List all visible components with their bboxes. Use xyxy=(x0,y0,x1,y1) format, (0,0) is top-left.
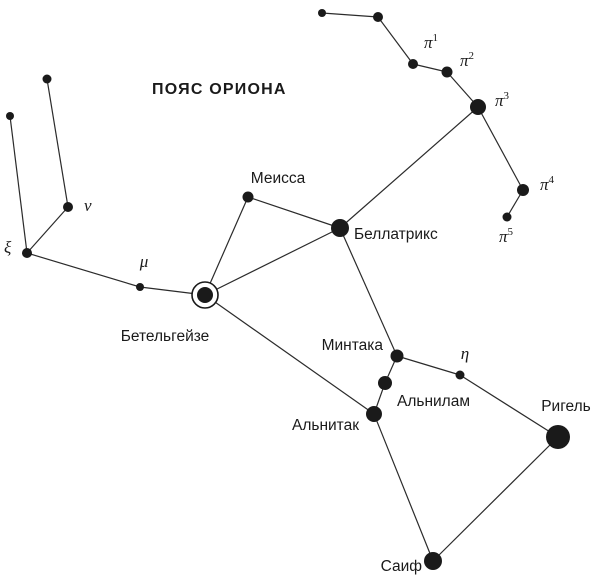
star-label-eta: η xyxy=(461,344,469,363)
star-top2 xyxy=(373,12,383,22)
star-label-pi5: π5 xyxy=(499,226,514,246)
map-title: ПОЯС ОРИОНА xyxy=(152,81,287,98)
star-mu xyxy=(136,283,144,291)
star-chi1 xyxy=(42,74,52,84)
star-label-pi2: π2 xyxy=(460,50,474,70)
star-pi5 xyxy=(502,212,512,222)
star-label-xi: ξ xyxy=(4,238,12,257)
star-pi1 xyxy=(408,59,418,69)
star-mintaka xyxy=(390,349,404,363)
star-alnitak xyxy=(366,406,382,422)
star-label-pi1: π1 xyxy=(424,32,438,52)
constellation-line-nu-xi xyxy=(26,206,69,254)
constellation-line-pi1-pi2 xyxy=(412,63,448,73)
star-chi2 xyxy=(6,112,14,120)
star-label-meissa: Меисса xyxy=(251,170,306,187)
star-label-mu: μ xyxy=(139,252,149,271)
star-eta xyxy=(455,370,465,380)
star-label-alnilam: Альнилам xyxy=(397,393,470,410)
constellation-line-pi3-bellatrix xyxy=(339,106,479,229)
constellation-line-mintaka-eta xyxy=(396,355,461,376)
constellation-line-chi2-xi xyxy=(9,115,28,254)
star-label-bellatrix: Беллатрикс xyxy=(354,226,438,243)
star-pi2 xyxy=(441,66,453,78)
star-label-rigel: Ригель xyxy=(541,398,591,415)
star-label-pi3: π3 xyxy=(495,90,510,110)
star-betelgeuse xyxy=(197,287,213,303)
star-bellatrix xyxy=(331,219,349,237)
constellation-line-chi1-nu xyxy=(46,78,69,208)
star-label-pi4: π4 xyxy=(540,174,555,194)
constellation-line-bellatrix-betelgeuse xyxy=(204,227,341,296)
constellation-line-rigel-saiph xyxy=(432,436,559,562)
star-pi3 xyxy=(470,99,486,115)
constellation-line-top2-pi1 xyxy=(377,16,414,65)
star-label-alnitak: Альнитак xyxy=(292,417,359,434)
constellation-line-xi-mu xyxy=(26,252,141,288)
star-xi xyxy=(22,248,32,258)
star-top1 xyxy=(318,9,326,17)
constellation-line-alnitak-saiph xyxy=(373,413,434,562)
star-alnilam xyxy=(378,376,392,390)
constellation-line-bellatrix-mintaka xyxy=(339,227,398,357)
star-pi4 xyxy=(517,184,529,196)
star-saiph xyxy=(424,552,442,570)
constellation-line-betelgeuse-alnitak xyxy=(204,294,375,415)
constellation-line-pi3-pi4 xyxy=(477,106,524,191)
star-label-nu: ν xyxy=(84,196,92,215)
star-label-betelgeuse: Бетельгейзе xyxy=(121,328,210,345)
star-meissa xyxy=(242,191,254,203)
star-label-saiph: Саиф xyxy=(381,558,423,575)
star-nu xyxy=(63,202,73,212)
constellation-line-meissa-bellatrix xyxy=(247,196,341,229)
star-label-mintaka: Минтака xyxy=(322,337,384,354)
constellation-line-eta-rigel xyxy=(459,374,559,438)
star-rigel xyxy=(546,425,570,449)
constellation-line-top1-top2 xyxy=(321,12,379,18)
constellation-line-meissa-betelgeuse xyxy=(204,196,249,296)
